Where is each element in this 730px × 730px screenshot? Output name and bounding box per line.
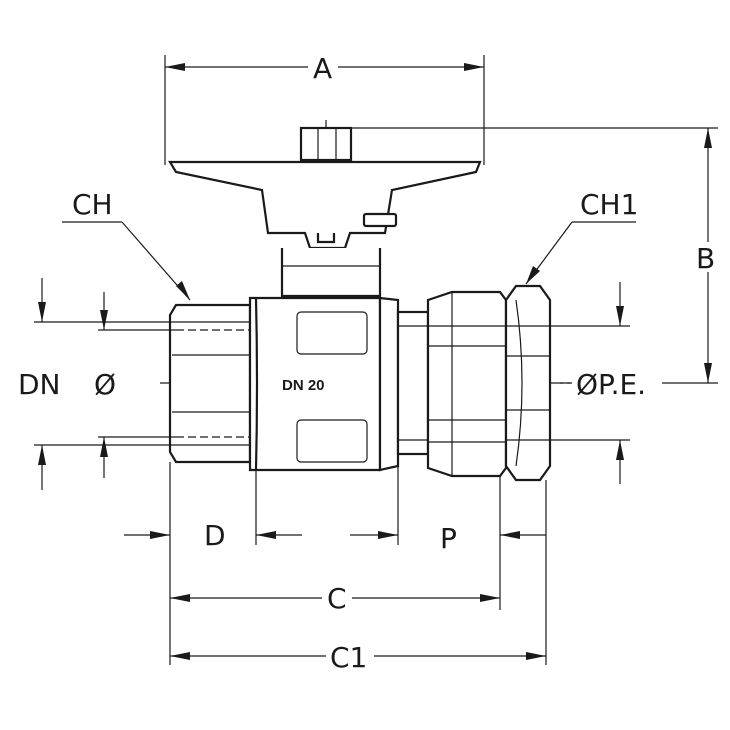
- label-c: C: [327, 582, 347, 615]
- spigot: [396, 310, 430, 456]
- stem-nut: [299, 126, 353, 162]
- label-ope: ØP.E.: [576, 368, 646, 401]
- dimension-c1: C1: [170, 480, 547, 674]
- body-panel-bottom: [296, 419, 368, 463]
- handle-pin: [362, 212, 398, 228]
- right-hex-ch1: [504, 284, 552, 482]
- label-dn: DN: [18, 368, 61, 401]
- handle-lever: [168, 160, 482, 250]
- label-ch1: CH1: [580, 188, 638, 221]
- body-curve-left: [254, 297, 259, 471]
- left-hex-end: [168, 303, 252, 464]
- dimension-ope: ØP.E.: [550, 282, 662, 484]
- dimension-p: P: [350, 466, 546, 610]
- label-b: B: [696, 242, 715, 275]
- label-p: P: [440, 522, 457, 555]
- body-marking: DN 20: [282, 377, 325, 394]
- callout-ch: CH: [62, 188, 191, 301]
- label-diameter: Ø: [94, 368, 116, 401]
- stem-neck: [280, 248, 382, 298]
- hex-curve: [515, 299, 523, 467]
- handle-notch: [316, 233, 336, 244]
- dimension-diameter: Ø: [94, 292, 176, 478]
- label-d: D: [204, 519, 226, 552]
- callout-ch1: CH1: [525, 188, 638, 285]
- valve-geometry: DN 20: [160, 120, 570, 482]
- body-collar-right: [378, 296, 400, 472]
- compression-nut: [426, 290, 508, 478]
- label-ch: CH: [72, 188, 113, 221]
- dimension-d: D: [124, 462, 302, 665]
- dimension-a: A: [164, 52, 485, 165]
- label-c1: C1: [330, 641, 367, 674]
- body-panel-top: [296, 311, 368, 355]
- label-a: A: [313, 52, 332, 85]
- dimension-c: C: [170, 582, 500, 615]
